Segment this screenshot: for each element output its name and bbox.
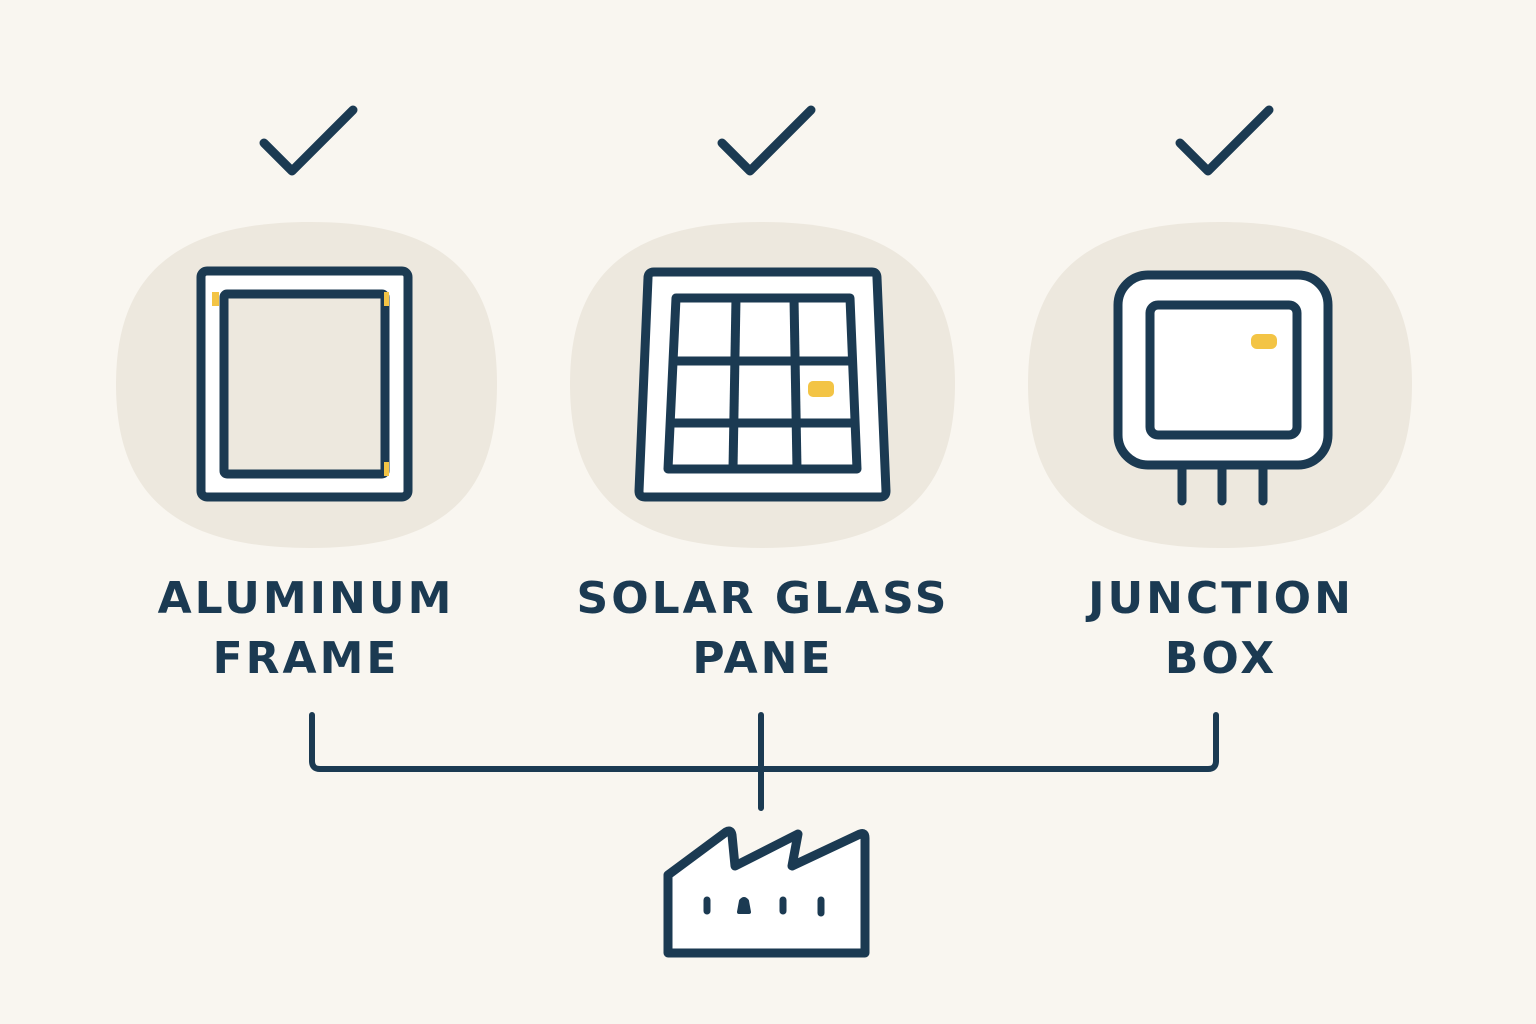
checkmarks (259, 105, 1274, 176)
aluminum-frame-icon (196, 266, 413, 502)
check-icon (259, 105, 358, 176)
connector-lines (309, 712, 1219, 811)
label-line: JUNCTION (1088, 573, 1354, 624)
label-line: SOLAR GLASS (576, 573, 950, 624)
check-icon (1175, 105, 1274, 176)
component-label-junction-box: JUNCTION BOX (1011, 569, 1431, 689)
check-icon (717, 105, 816, 176)
label-line: ALUMINUM (157, 573, 455, 624)
component-label-aluminum-frame: ALUMINUM FRAME (96, 569, 516, 689)
factory-icon (663, 826, 870, 958)
junction-box-icon (1113, 270, 1333, 506)
component-label-solar-glass-pane: SOLAR GLASS PANE (553, 569, 973, 689)
solar-glass-pane-icon (634, 267, 891, 502)
label-line: BOX (1164, 633, 1278, 684)
label-line: FRAME (212, 633, 400, 684)
label-line: PANE (692, 633, 834, 684)
